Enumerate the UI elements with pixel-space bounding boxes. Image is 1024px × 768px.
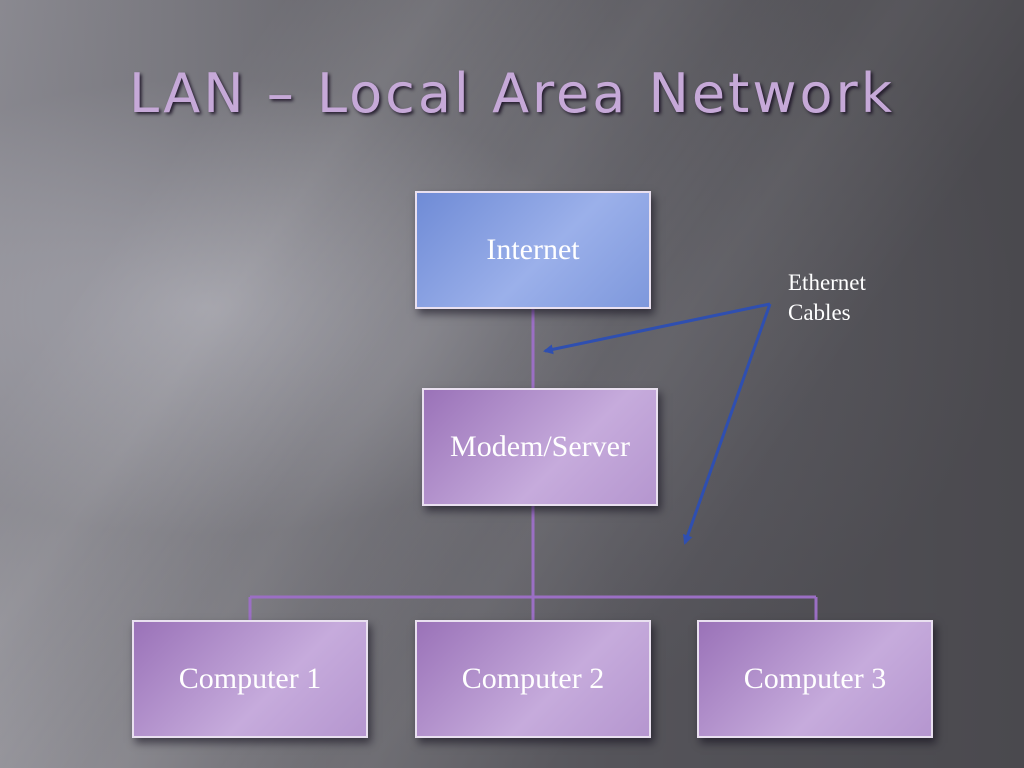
- arrow-to-lan-cable: [682, 303, 772, 545]
- ethernet-cables-callout: Ethernet Cables: [788, 268, 866, 328]
- node-computer-2: Computer 2: [415, 620, 651, 738]
- callout-line-2: Cables: [788, 300, 851, 325]
- node-computer-3: Computer 3: [697, 620, 933, 738]
- slide-title: LAN – Local Area Network: [128, 62, 895, 125]
- node-internet: Internet: [415, 191, 651, 309]
- arrow-to-internet-cable: [543, 302, 771, 355]
- callout-line-1: Ethernet: [788, 270, 866, 295]
- node-modem-server: Modem/Server: [422, 388, 658, 506]
- node-computer-1: Computer 1: [132, 620, 368, 738]
